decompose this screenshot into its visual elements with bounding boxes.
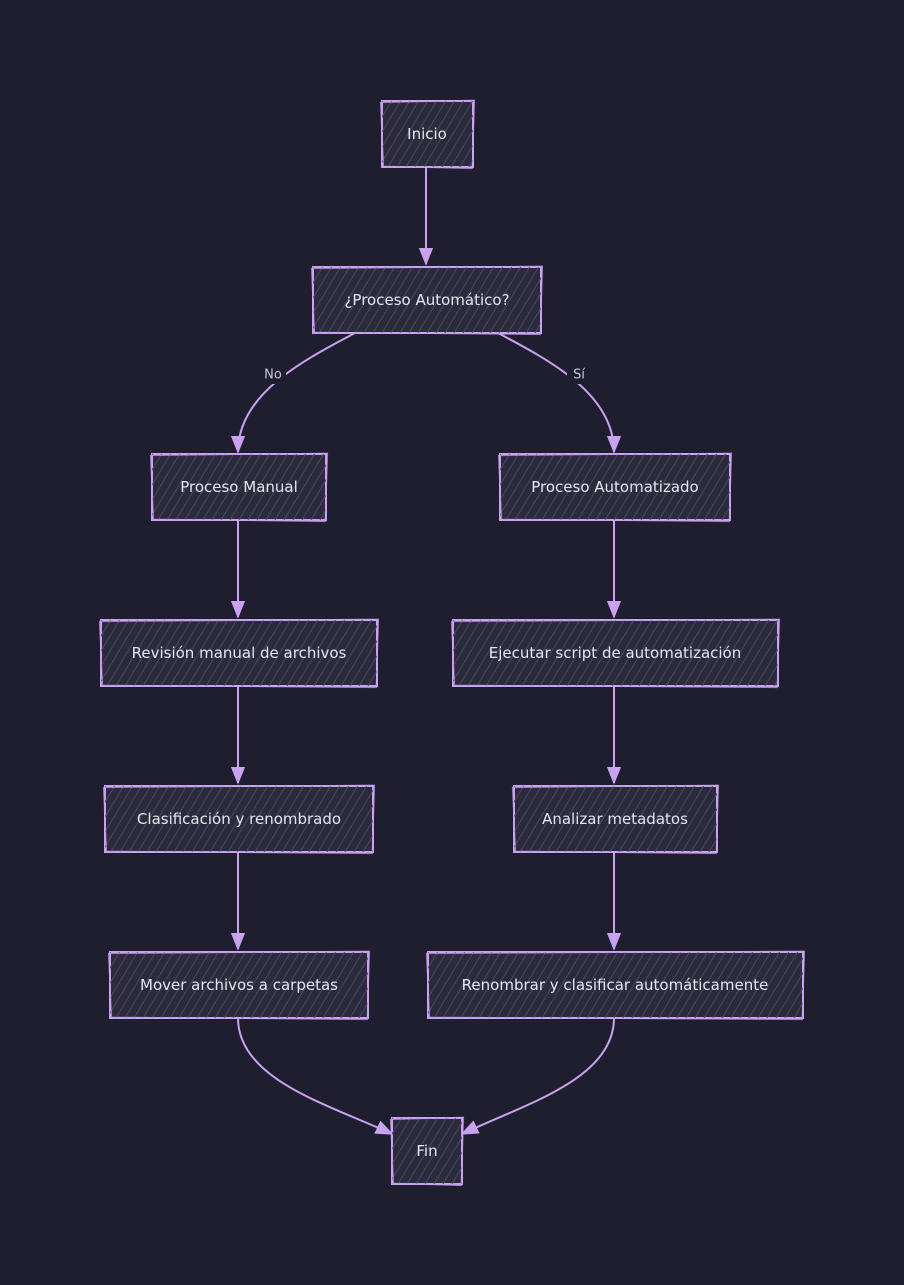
node-renombrar-clasificar-label: Renombrar y clasificar automáticamente — [462, 976, 769, 994]
node-proceso-manual: Proceso Manual — [149, 452, 329, 523]
node-fin: Fin — [389, 1116, 465, 1187]
node-ejecutar-script-label: Ejecutar script de automatización — [489, 644, 742, 662]
node-fin-label: Fin — [416, 1142, 437, 1160]
edge-decision-manual — [230, 332, 356, 454]
nodes: Inicio ¿Proceso Automático? Proceso Manu… — [98, 99, 806, 1187]
node-renombrar-clasificar: Renombrar y clasificar automáticamente — [425, 950, 806, 1021]
edge-label-no: No — [264, 368, 282, 383]
node-inicio-label: Inicio — [407, 125, 447, 143]
edge-renombrar-fin — [460, 1017, 615, 1135]
node-proceso-automatizado-label: Proceso Automatizado — [531, 478, 698, 496]
node-proceso-automatizado: Proceso Automatizado — [497, 452, 733, 523]
node-mover-archivos-label: Mover archivos a carpetas — [140, 976, 338, 994]
node-analizar-metadatos-label: Analizar metadatos — [542, 810, 688, 828]
node-revision-manual: Revisión manual de archivos — [98, 618, 380, 689]
node-mover-archivos: Mover archivos a carpetas — [107, 950, 371, 1021]
node-clasificacion-label: Clasificación y renombrado — [137, 810, 341, 828]
edge-label-si-group: Sí — [567, 366, 591, 384]
node-decision-label: ¿Proceso Automático? — [344, 291, 509, 309]
node-analizar-metadatos: Analizar metadatos — [511, 784, 720, 855]
node-clasificacion: Clasificación y renombrado — [102, 784, 376, 855]
node-ejecutar-script: Ejecutar script de automatización — [450, 618, 781, 689]
edge-label-no-group: No — [260, 366, 286, 384]
node-decision: ¿Proceso Automático? — [310, 265, 544, 336]
node-revision-manual-label: Revisión manual de archivos — [132, 644, 347, 662]
node-proceso-manual-label: Proceso Manual — [180, 478, 298, 496]
edge-mover-fin — [237, 1017, 394, 1135]
node-inicio: Inicio — [379, 99, 476, 170]
edge-label-si: Sí — [573, 368, 585, 383]
edge-decision-automatizado — [497, 332, 622, 454]
